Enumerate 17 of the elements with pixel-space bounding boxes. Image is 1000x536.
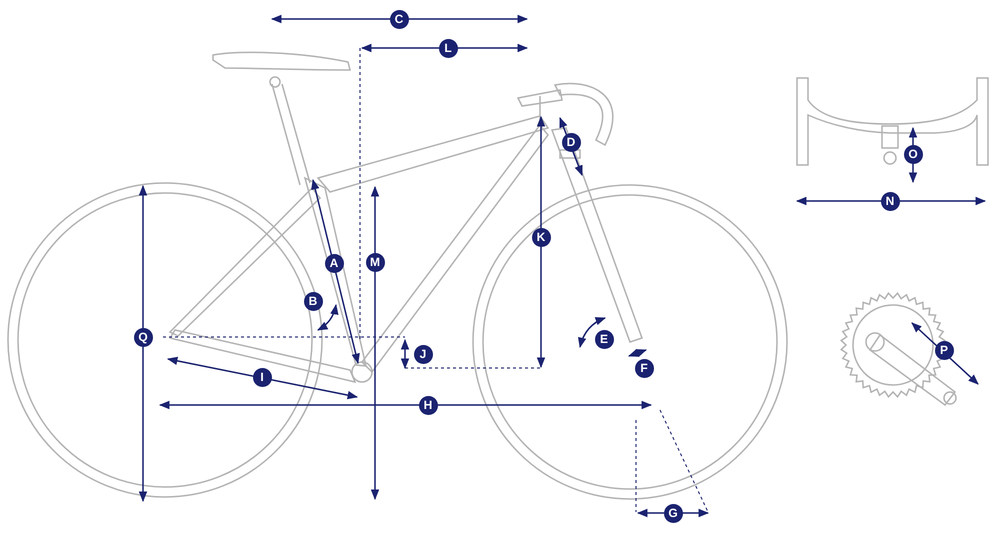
callout-letter: D bbox=[562, 132, 580, 152]
callout-letter: L bbox=[438, 38, 458, 58]
callout-letter: O bbox=[904, 144, 922, 164]
callout-letter: I bbox=[252, 368, 272, 386]
callout-letter: E bbox=[594, 330, 614, 348]
callout-letter: G bbox=[664, 504, 682, 522]
callout-letter: J bbox=[414, 344, 432, 364]
callout-letter: N bbox=[880, 192, 900, 210]
callout-letter: Q bbox=[134, 328, 152, 346]
callout-letter: B bbox=[304, 292, 322, 310]
callout-letter: P bbox=[934, 340, 954, 360]
callout-letter: H bbox=[418, 396, 438, 414]
callout-letter: K bbox=[532, 228, 550, 246]
callout-letter: F bbox=[634, 358, 654, 378]
callout-letter: M bbox=[366, 252, 384, 272]
callout-letter: C bbox=[390, 10, 408, 28]
callout-letter: A bbox=[324, 254, 344, 272]
